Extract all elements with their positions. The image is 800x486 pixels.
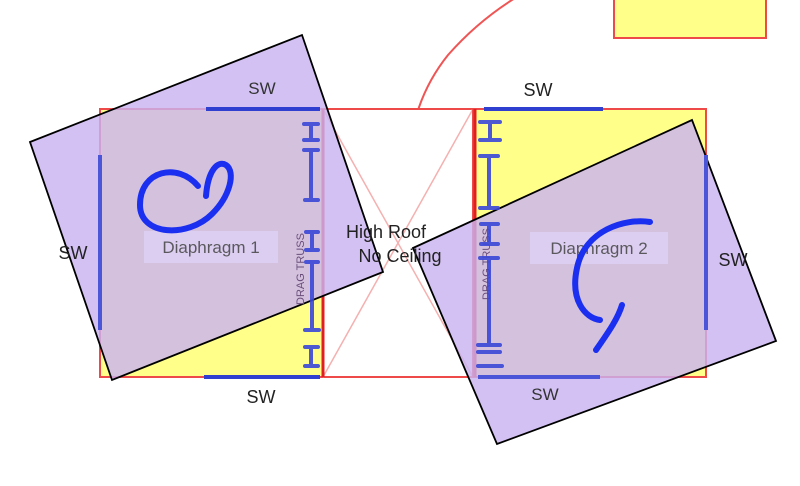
diaphragm-2-label: Diaphragm 2 [550,239,647,258]
sw-label-bottom-right: SW [531,385,558,404]
sw-label-right: SW [719,250,748,270]
counterclockwise-rotation-arrow-icon [137,160,234,234]
high-roof-diagonal-2 [322,108,474,378]
drag-truss-1-label: DRAG TRUSS [295,233,307,305]
right-truss-markers [476,120,504,368]
top-right-yellow-box [613,0,767,39]
diaphragm-1-label: Diaphragm 1 [162,238,259,257]
high-roof-label-line1: High Roof [346,222,427,242]
left-truss-markers [302,122,321,368]
sw-label-bottom-left: SW [247,387,276,407]
left-rotated-square [28,33,385,382]
sw-label-top-left: SW [248,79,275,98]
sw-label-left: SW [59,243,88,263]
diaphragm-1-label-box [144,231,278,263]
clockwise-rotation-arrow-icon [572,218,653,353]
sw-label-top-right: SW [524,80,553,100]
right-rotated-square [411,118,778,446]
high-roof-label-line2: No Ceiling [358,246,441,266]
